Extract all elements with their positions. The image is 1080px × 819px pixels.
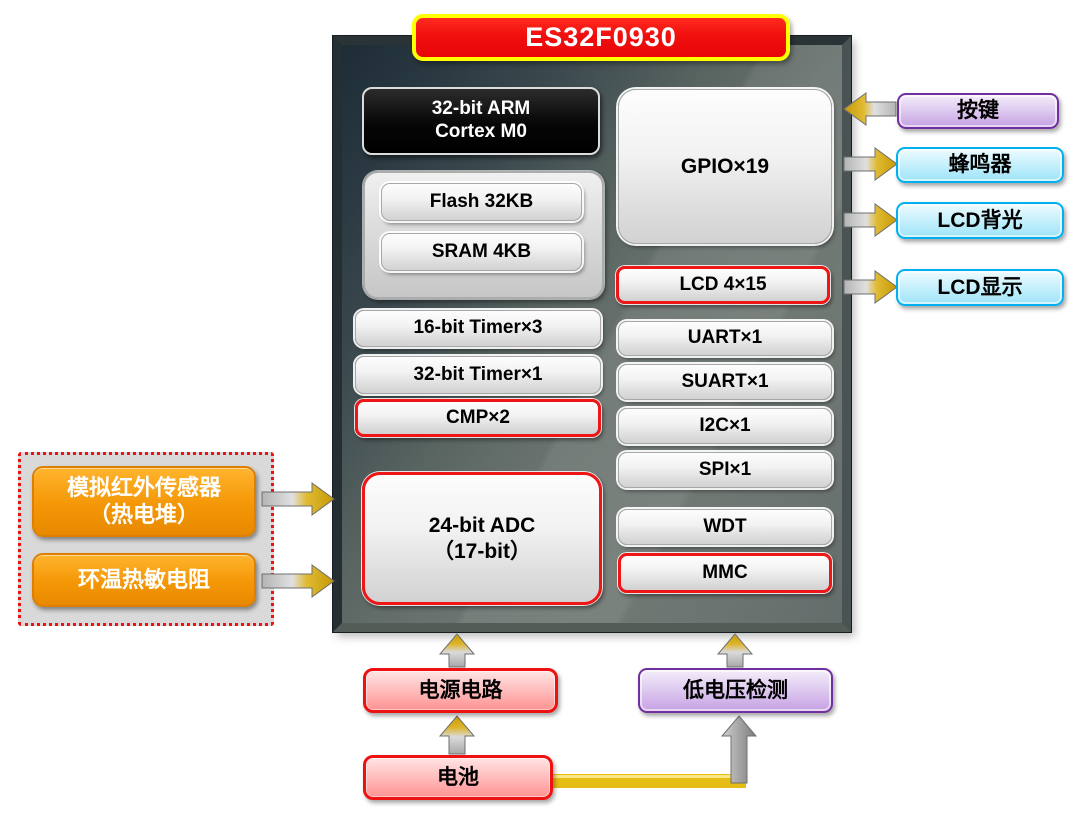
peripheral-keys-label: 按键 bbox=[957, 99, 999, 123]
block-wdt: WDT bbox=[618, 509, 832, 545]
block-timer16: 16-bit Timer×3 bbox=[355, 310, 601, 347]
block-battery-label: 电池 bbox=[437, 765, 479, 789]
block-timer16-label: 16-bit Timer×3 bbox=[413, 317, 543, 339]
connector-battery-to-lowvolt bbox=[553, 753, 746, 788]
block-lcd-controller-label: LCD 4×15 bbox=[679, 273, 767, 295]
arrow-keys-to-gpio bbox=[843, 92, 897, 126]
peripheral-keys: 按键 bbox=[897, 93, 1059, 129]
block-uart: UART×1 bbox=[618, 321, 832, 356]
arrow-lcd-to-display bbox=[843, 270, 898, 304]
peripheral-lcd-backlight-label: LCD背光 bbox=[937, 208, 1023, 232]
arrow-battery-to-lowvolt bbox=[720, 715, 758, 784]
peripheral-lcd-display: LCD显示 bbox=[896, 269, 1064, 306]
block-power-circuit: 电源电路 bbox=[363, 668, 558, 713]
sensor-ir-line2: （热电堆） bbox=[88, 501, 199, 527]
block-spi-label: SPI×1 bbox=[698, 458, 752, 480]
block-suart: SUART×1 bbox=[618, 364, 832, 400]
arrow-battery-to-power bbox=[438, 715, 476, 755]
chip-title: ES32F0930 bbox=[412, 14, 790, 61]
sensor-thermistor-label: 环温热敏电阻 bbox=[77, 566, 210, 592]
block-gpio: GPIO×19 bbox=[618, 89, 832, 244]
block-battery: 电池 bbox=[363, 755, 553, 800]
sensor-ir-label: 模拟红外传感器 （热电堆） bbox=[67, 475, 221, 528]
block-sram: SRAM 4KB bbox=[381, 233, 582, 271]
block-suart-label: SUART×1 bbox=[681, 370, 769, 392]
block-flash: Flash 32KB bbox=[381, 183, 582, 221]
cpu-line2: Cortex M0 bbox=[435, 121, 527, 142]
peripheral-buzzer-label: 蜂鸣器 bbox=[948, 153, 1012, 177]
block-cmp-label: CMP×2 bbox=[446, 406, 510, 428]
cpu-line1: 32-bit ARM bbox=[431, 98, 531, 120]
peripheral-buzzer: 蜂鸣器 bbox=[896, 147, 1064, 183]
block-power-circuit-label: 电源电路 bbox=[418, 678, 503, 702]
block-mmc-label: MMC bbox=[702, 561, 748, 583]
block-timer32-label: 32-bit Timer×1 bbox=[413, 363, 543, 385]
sensor-ir: 模拟红外传感器 （热电堆） bbox=[32, 466, 256, 537]
block-cpu-label: 32-bit ARM Cortex M0 bbox=[432, 98, 531, 144]
block-flash-label: Flash 32KB bbox=[429, 190, 534, 212]
block-gpio-label: GPIO×19 bbox=[680, 154, 770, 178]
peripheral-lcd-display-label: LCD显示 bbox=[937, 275, 1023, 299]
block-timer32: 32-bit Timer×1 bbox=[355, 356, 601, 394]
block-spi: SPI×1 bbox=[618, 452, 832, 488]
arrow-power-to-chip bbox=[438, 633, 476, 668]
block-cmp: CMP×2 bbox=[355, 399, 601, 437]
sensor-ir-line1: 模拟红外传感器 bbox=[66, 475, 221, 501]
block-low-voltage-detect-label: 低电压检测 bbox=[683, 678, 788, 702]
adc-line1: 24-bit ADC bbox=[428, 514, 536, 538]
block-sram-label: SRAM 4KB bbox=[431, 240, 532, 262]
block-i2c-label: I2C×1 bbox=[699, 414, 751, 436]
sensor-thermistor: 环温热敏电阻 bbox=[32, 553, 256, 607]
block-mmc: MMC bbox=[618, 553, 832, 593]
block-i2c: I2C×1 bbox=[618, 408, 832, 444]
arrow-gpio-to-backlight bbox=[843, 203, 898, 237]
block-uart-label: UART×1 bbox=[687, 327, 763, 349]
block-lcd-controller: LCD 4×15 bbox=[616, 266, 830, 304]
chip-title-label: ES32F0930 bbox=[525, 22, 677, 53]
peripheral-lcd-backlight: LCD背光 bbox=[896, 202, 1064, 239]
block-low-voltage-detect: 低电压检测 bbox=[638, 668, 833, 713]
block-adc: 24-bit ADC （17-bit） bbox=[362, 472, 602, 605]
adc-line2: （17-bit） bbox=[432, 539, 531, 563]
arrow-lowvolt-to-chip bbox=[716, 633, 754, 668]
block-cpu: 32-bit ARM Cortex M0 bbox=[362, 87, 600, 155]
arrow-gpio-to-buzzer bbox=[843, 147, 898, 181]
block-adc-label: 24-bit ADC （17-bit） bbox=[429, 513, 536, 563]
block-wdt-label: WDT bbox=[703, 515, 747, 537]
